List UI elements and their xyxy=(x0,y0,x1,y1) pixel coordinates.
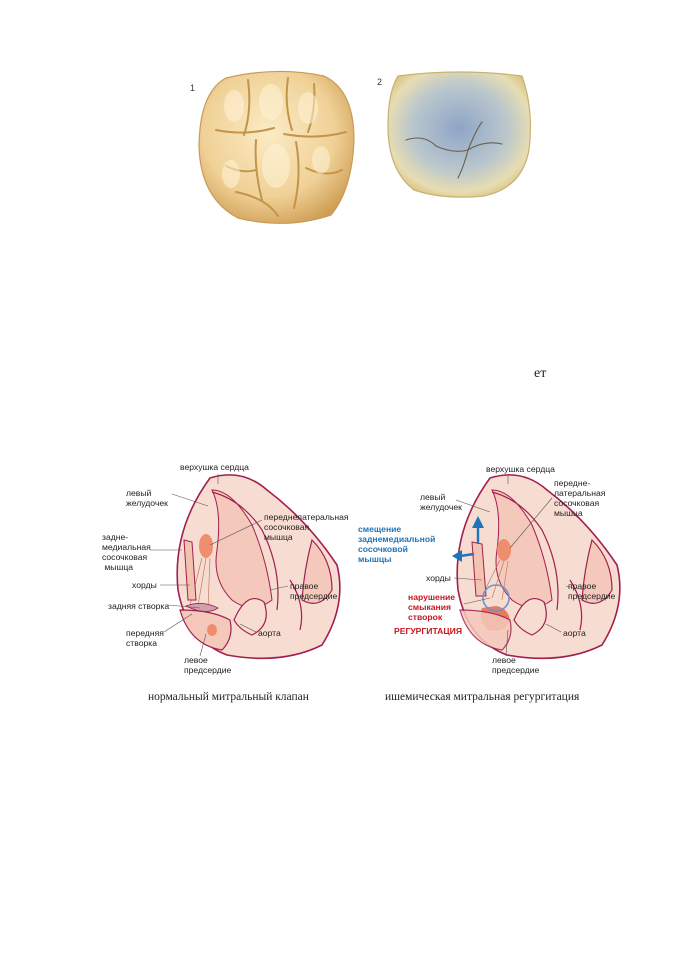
right-label-lv: левый желудочек xyxy=(420,492,462,512)
right-ventricle-wall xyxy=(289,579,303,631)
aorta-loop xyxy=(233,598,267,636)
normal-heart-diagram xyxy=(176,474,341,660)
left-atrium-orifice xyxy=(207,624,217,636)
right-label-aorta: аорта xyxy=(563,628,586,638)
septum xyxy=(491,491,559,611)
figure-number-1: 1 xyxy=(190,83,196,93)
worn-tooth-illustration xyxy=(387,71,532,198)
septum xyxy=(211,491,279,611)
displacement-arrows xyxy=(452,516,484,562)
figure-number-2: 2 xyxy=(377,77,383,87)
right-atrium xyxy=(581,538,613,604)
right-label-apex: верхушка сердца xyxy=(486,464,555,474)
tooth-crown-illustration xyxy=(198,70,355,224)
left-label-lv: левый желудочек xyxy=(126,488,168,508)
left-label-posterior-leaflet: задняя створка xyxy=(108,601,170,611)
right-label-coaptation: нарушение смыкания створок xyxy=(408,592,456,622)
left-label-la: левое предсердие xyxy=(184,655,232,675)
left-label-ra: правое предсердие xyxy=(290,581,338,601)
left-label-anterior-leaflet: передняя створка xyxy=(126,628,164,648)
worn-tooth-outline xyxy=(387,71,532,198)
left-label-posteromedial: задне- медиальная сосочковая мышца xyxy=(102,532,151,572)
left-label-anterolateral: переднелатеральная сосочковая мышца xyxy=(264,512,349,542)
right-atrium xyxy=(301,538,333,604)
anterolateral-papillary-muscle xyxy=(199,534,213,558)
left-atrium xyxy=(179,609,232,651)
left-label-aorta: аорта xyxy=(258,628,281,638)
right-label-chords: хорды xyxy=(426,573,451,583)
right-ventricle-wall xyxy=(569,579,583,631)
aorta-loop xyxy=(513,598,547,636)
right-label-regurgitation: РЕГУРГИТАЦИЯ xyxy=(394,626,463,636)
right-caption: ишемическая митральная регургитация xyxy=(385,691,580,703)
left-label-chords: хорды xyxy=(132,580,157,590)
right-label-la: левое предсердие xyxy=(492,655,540,675)
left-label-apex: верхушка сердца xyxy=(180,462,249,472)
coaptation-defect-circle xyxy=(482,584,510,612)
stray-text: ет xyxy=(534,366,547,381)
right-label-displacement: смещение заднемедиальной сосочковой мышц… xyxy=(358,524,436,564)
left-caption: нормальный митральный клапан xyxy=(148,691,309,703)
left-atrium xyxy=(459,609,512,651)
ischemic-heart-diagram xyxy=(452,474,621,660)
right-label-ra: правое предсердие xyxy=(568,581,616,601)
right-label-anterolateral: передне- латеральная сосочковая мышца xyxy=(554,478,606,518)
anterolateral-papillary-muscle xyxy=(497,539,511,561)
